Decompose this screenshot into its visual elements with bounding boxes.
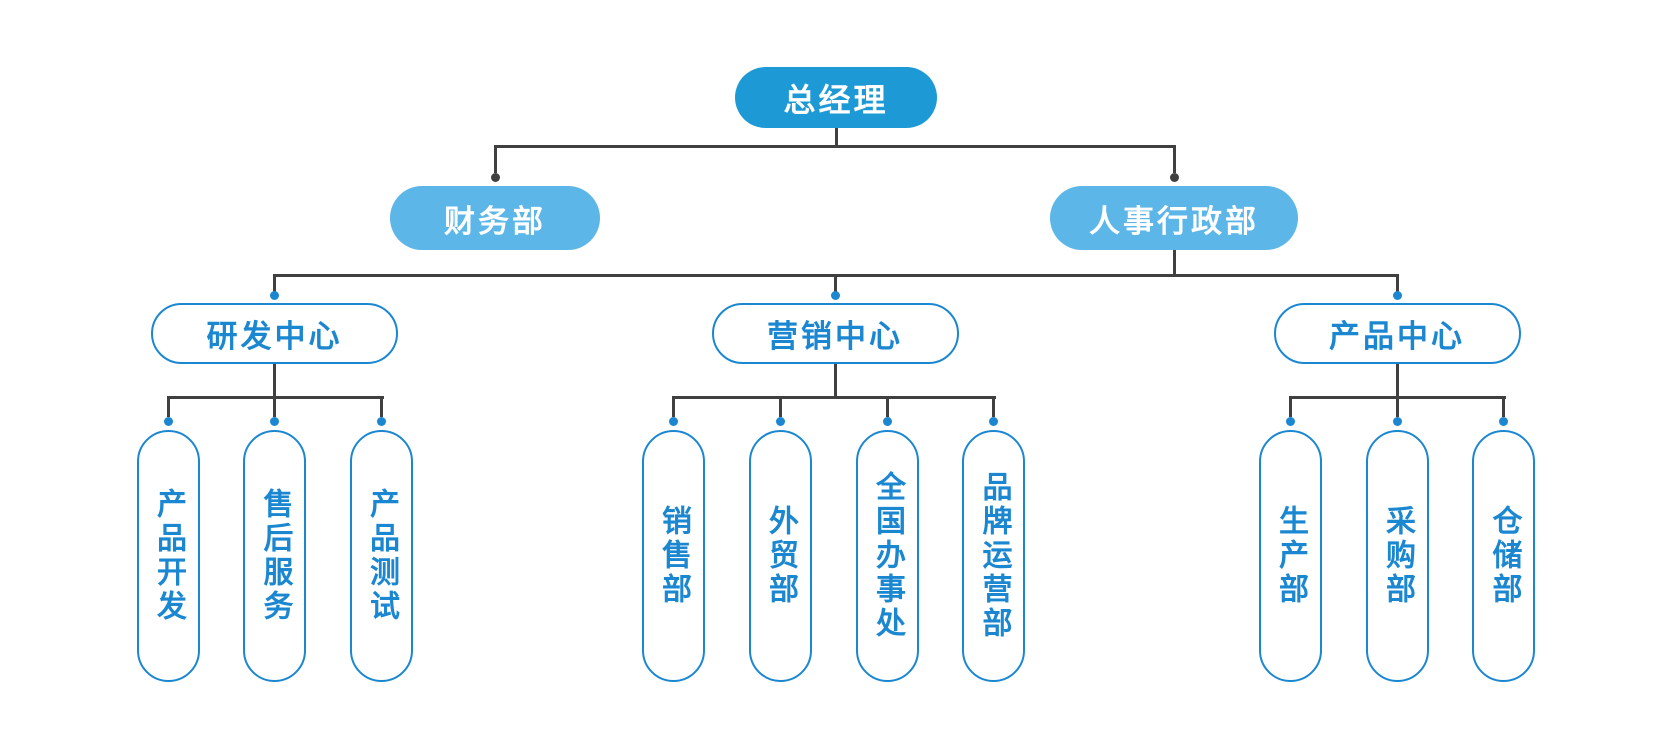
node-label: 研发中心 <box>206 319 343 355</box>
connector-line <box>493 145 1176 148</box>
connector-line <box>671 398 675 417</box>
node-finance-dept[interactable]: 财务部 <box>390 186 600 250</box>
connector-line <box>166 396 384 399</box>
node-label: 营销中心 <box>767 319 903 355</box>
node-label: 外贸部 <box>763 505 798 607</box>
connector-line <box>1172 147 1176 173</box>
connector-dot <box>163 416 173 426</box>
connector-dot <box>490 172 500 182</box>
node-label: 生产部 <box>1273 505 1308 607</box>
connector-line <box>834 128 838 147</box>
node-marketing-center[interactable]: 营销中心 <box>711 303 959 364</box>
connector-line <box>273 364 276 398</box>
connector-line <box>885 398 889 417</box>
connector-line <box>1288 396 1506 399</box>
connector-line <box>1502 398 1505 417</box>
node-product-development[interactable]: 产品开发 <box>136 430 200 682</box>
connector-line <box>833 276 837 292</box>
connector-line <box>833 364 837 398</box>
node-label: 产品开发 <box>151 488 186 624</box>
connector-line <box>273 276 276 292</box>
node-label: 总经理 <box>783 80 889 119</box>
connector-line <box>273 398 276 417</box>
connector-line <box>493 147 497 173</box>
node-foreign-trade-dept[interactable]: 外贸部 <box>748 430 812 682</box>
connector-dot <box>775 416 785 426</box>
connector-line <box>379 398 383 417</box>
node-label: 产品中心 <box>1329 319 1465 355</box>
connector-dot <box>1499 416 1508 426</box>
node-hr-admin-dept[interactable]: 人事行政部 <box>1050 186 1298 250</box>
connector-dot <box>1285 416 1295 426</box>
node-brand-operations-dept[interactable]: 品牌运营部 <box>962 430 1025 682</box>
connector-line <box>778 398 782 417</box>
connector-line <box>1172 250 1176 276</box>
connector-line <box>992 398 995 417</box>
node-label: 售后服务 <box>257 488 293 624</box>
node-production-dept[interactable]: 生产部 <box>1258 430 1322 682</box>
node-sales-dept[interactable]: 销售部 <box>641 430 705 682</box>
node-general-manager[interactable]: 总经理 <box>735 67 937 128</box>
connector-dot <box>668 416 678 426</box>
node-label: 财务部 <box>444 203 546 240</box>
connector-line <box>273 274 1399 277</box>
connector-dot <box>989 416 998 426</box>
node-label: 人事行政部 <box>1089 203 1259 240</box>
connector-line <box>1395 364 1399 398</box>
node-product-center[interactable]: 产品中心 <box>1273 303 1521 364</box>
node-national-offices[interactable]: 全国办事处 <box>855 430 919 682</box>
node-warehouse-dept[interactable]: 仓储部 <box>1472 430 1535 682</box>
connector-line <box>1288 398 1292 417</box>
node-label: 全国办事处 <box>870 471 905 641</box>
connector-dot <box>270 290 279 300</box>
node-label: 产品测试 <box>364 488 399 624</box>
connector-dot <box>270 416 279 426</box>
connector-dot <box>882 416 892 426</box>
node-label: 仓储部 <box>1486 505 1522 607</box>
node-label: 品牌运营部 <box>976 471 1012 641</box>
node-purchasing-dept[interactable]: 采购部 <box>1365 430 1429 682</box>
connector-dot <box>1392 416 1402 426</box>
node-product-testing[interactable]: 产品测试 <box>349 430 413 682</box>
connector-dot <box>1169 172 1179 182</box>
node-rd-center[interactable]: 研发中心 <box>151 303 398 364</box>
node-label: 销售部 <box>656 505 691 607</box>
connector-dot <box>1392 290 1402 300</box>
connector-line <box>671 396 996 399</box>
node-label: 采购部 <box>1380 505 1415 607</box>
node-after-sales-service[interactable]: 售后服务 <box>243 430 306 682</box>
connector-line <box>166 398 170 417</box>
connector-dot <box>376 416 386 426</box>
connector-dot <box>830 290 840 300</box>
connector-line <box>1395 398 1399 417</box>
connector-line <box>1395 276 1399 292</box>
